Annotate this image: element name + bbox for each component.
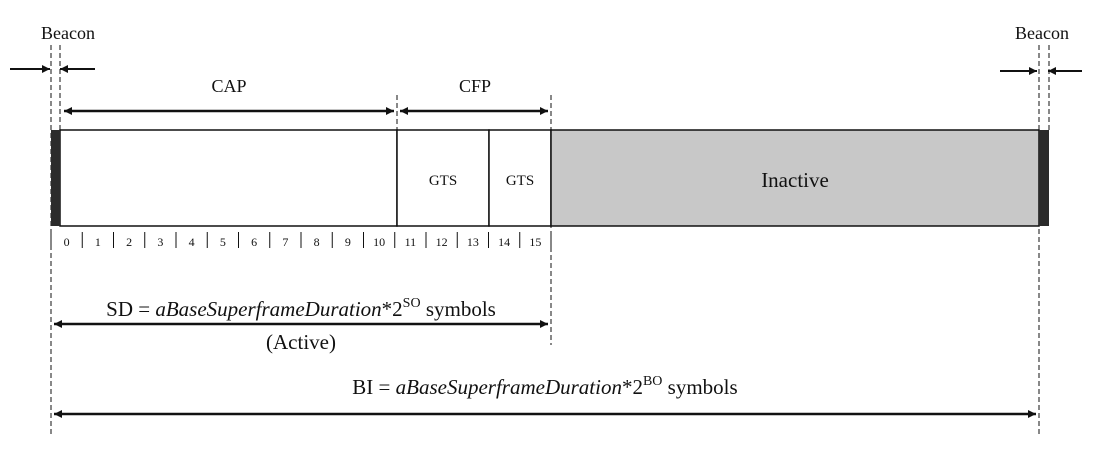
bi-formula: BI = aBaseSuperframeDuration*2BO symbols: [352, 374, 737, 399]
cap-region: [59, 129, 398, 227]
inactive-label: Inactive: [761, 168, 829, 192]
beacon-block-right: [1039, 130, 1049, 226]
sd-formula-exponent: SO: [403, 296, 421, 311]
slot-number: 14: [498, 235, 510, 249]
slot-number: 1: [95, 235, 101, 249]
beacon-block-left: [51, 130, 60, 226]
gts-label-1: GTS: [429, 173, 457, 189]
cap-label: CAP: [211, 76, 246, 96]
sd-formula-italic: aBaseSuperframeDuration: [155, 297, 381, 321]
beacon-left-label: Beacon: [41, 23, 95, 43]
cfp-label: CFP: [459, 76, 491, 96]
sd-formula-mult: *2: [382, 297, 403, 321]
gts-slot-1: [396, 129, 490, 227]
bi-formula-prefix: BI =: [352, 375, 395, 399]
sd-formula: SD = aBaseSuperframeDuration*2SO symbols: [106, 296, 496, 321]
slot-number: 13: [467, 235, 479, 249]
bi-formula-italic: aBaseSuperframeDuration: [396, 375, 622, 399]
slot-number: 9: [345, 235, 351, 249]
slot-number: 12: [436, 235, 448, 249]
slot-number: 11: [405, 235, 417, 249]
slot-number: 8: [314, 235, 320, 249]
slot-number: 5: [220, 235, 226, 249]
gts-label-2: GTS: [506, 173, 534, 189]
bi-formula-mult: *2: [622, 375, 643, 399]
slot-number: 4: [189, 235, 195, 249]
sd-formula-prefix: SD =: [106, 297, 155, 321]
beacon-right-label: Beacon: [1015, 23, 1069, 43]
slot-number: 2: [126, 235, 132, 249]
slot-number: 7: [282, 235, 288, 249]
bi-formula-suffix: symbols: [662, 375, 737, 399]
sd-formula-suffix: symbols: [421, 297, 496, 321]
inactive-region: [550, 129, 1040, 227]
slot-number: 3: [157, 235, 163, 249]
active-label: (Active): [266, 330, 336, 354]
gts-slot-2: [488, 129, 552, 227]
slot-number: 0: [64, 235, 70, 249]
slot-number: 6: [251, 235, 257, 249]
slot-number: 10: [373, 235, 385, 249]
bi-formula-exponent: BO: [643, 374, 662, 389]
slot-number: 15: [529, 235, 541, 249]
